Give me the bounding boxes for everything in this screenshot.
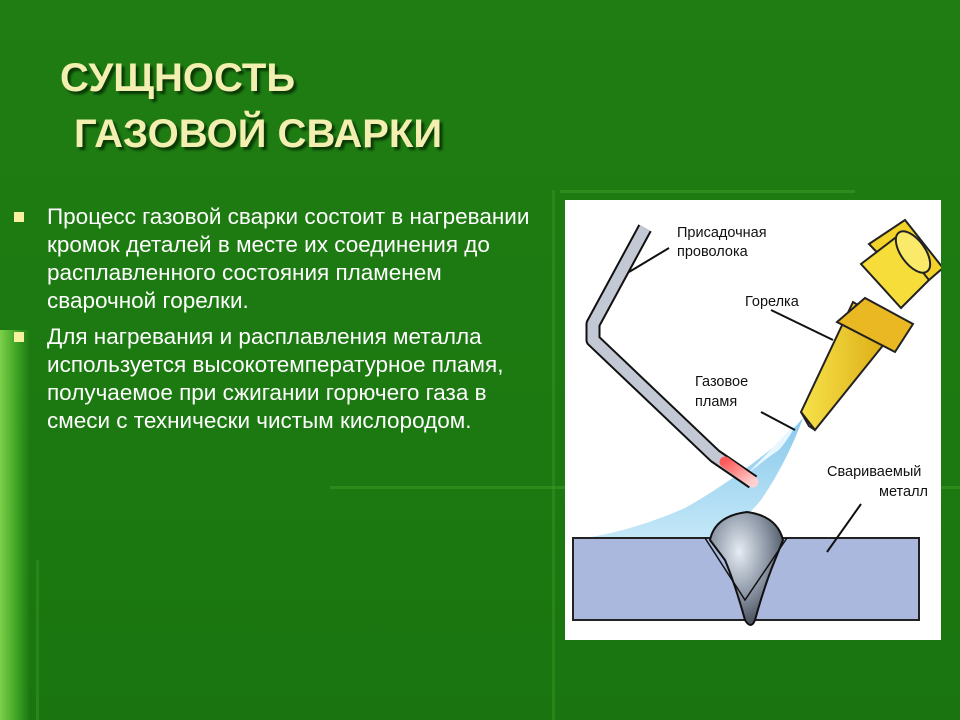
leader-filler-wire xyxy=(628,247,670,273)
bullet-list: Процесс газовой сварки состоит в нагрева… xyxy=(14,203,534,443)
leader-base-metal xyxy=(826,503,862,553)
leader-torch xyxy=(770,309,834,341)
label-gas-flame: Газовое пламя xyxy=(695,374,752,410)
filler-wire-hot-tip xyxy=(719,456,759,488)
welding-diagram-svg: Присадочная проволока Горелка Газовое пл… xyxy=(572,218,941,626)
square-bullet-icon xyxy=(14,332,24,342)
welding-diagram: Присадочная проволока Горелка Газовое пл… xyxy=(565,200,941,640)
title-line-2: ГАЗОВОЙ СВАРКИ xyxy=(74,112,443,156)
square-bullet-icon xyxy=(14,212,24,222)
filler-wire xyxy=(585,224,758,489)
slide-title: СУЩНОСТЬ ГАЗОВОЙ СВАРКИ xyxy=(60,50,442,162)
bullet-text: Для нагревания и расплавления металла ис… xyxy=(47,324,504,433)
bullet-item: Процесс газовой сварки состоит в нагрева… xyxy=(14,203,534,315)
bullet-text: Процесс газовой сварки состоит в нагрева… xyxy=(47,204,530,313)
leader-gas-flame xyxy=(760,411,796,431)
weld-bead xyxy=(708,510,785,626)
weld-groove xyxy=(704,537,788,602)
decor-stripe xyxy=(36,560,39,720)
decor-stripe xyxy=(560,190,855,193)
gas-flame xyxy=(585,418,803,542)
decor-stripe xyxy=(552,190,555,720)
title-line-1: СУЩНОСТЬ xyxy=(60,56,296,100)
decor-glow xyxy=(0,330,30,720)
welding-torch xyxy=(799,218,941,432)
label-torch: Горелка xyxy=(745,294,800,310)
label-filler-wire: Присадочная проволока xyxy=(677,225,771,260)
bullet-item: Для нагревания и расплавления металла ис… xyxy=(14,323,534,435)
label-base-metal: Свариваемый металл xyxy=(827,464,928,500)
